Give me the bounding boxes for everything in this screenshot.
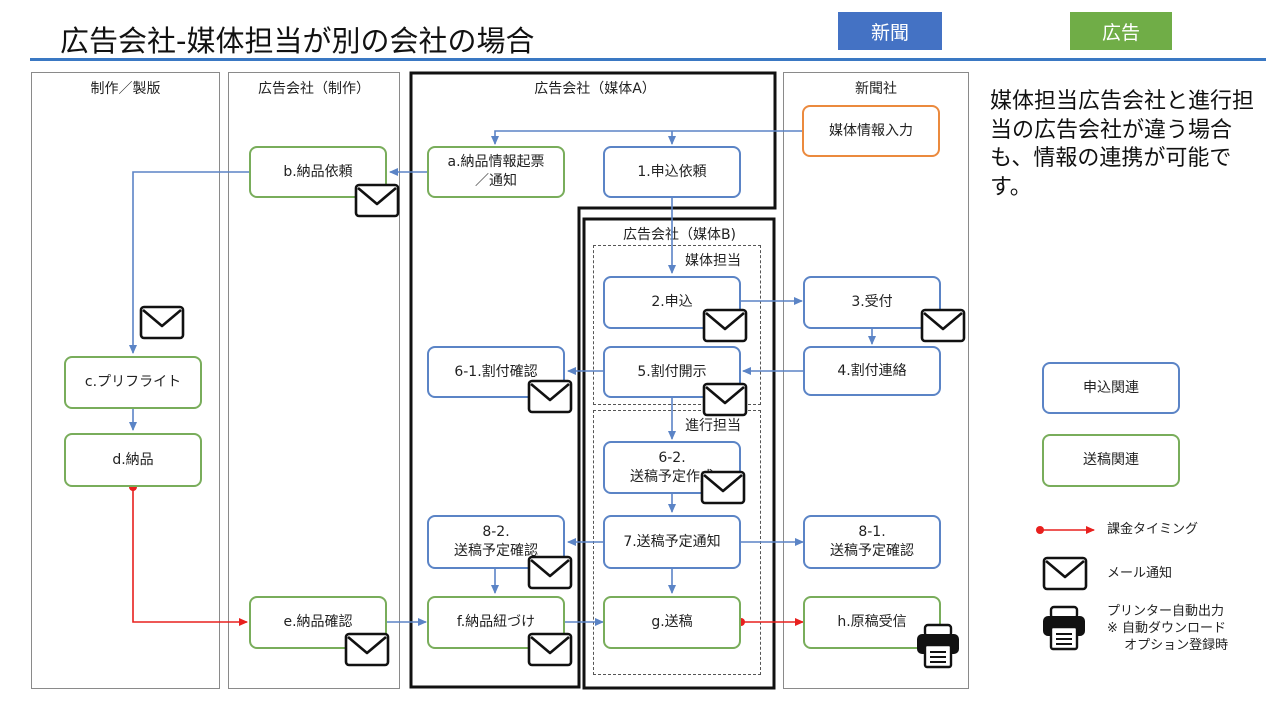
box-c-preflight: c.プリフライト: [64, 356, 202, 409]
box-7-send-schedule-notice: 7.送稿予定通知: [603, 515, 741, 569]
legend-box-send: 送稿関連: [1042, 434, 1180, 487]
title-underline: [30, 58, 1266, 61]
arrow-b-to-c: [129, 171, 249, 354]
envelope-icon: [702, 308, 748, 343]
legend-billing-label: 課金タイミング: [1107, 522, 1199, 537]
box-4-allocation-notice: 4.割付連絡: [803, 346, 941, 396]
legend-mail-label: メール通知: [1107, 566, 1173, 581]
envelope-icon: [920, 308, 966, 343]
agency-b-outline: [582, 217, 776, 690]
billing-arrow-d-to-e: [132, 487, 248, 626]
box-media-info-input: 媒体情報入力: [802, 105, 940, 157]
lane-label-newspaper: 新聞社: [855, 81, 897, 97]
envelope-icon: [702, 382, 748, 417]
badge-ad: 広告: [1070, 12, 1172, 50]
printer-icon: [917, 623, 959, 669]
box-d-delivery: d.納品: [64, 433, 202, 487]
envelope-icon: [527, 632, 573, 667]
box-1-application-request: 1.申込依頼: [603, 146, 741, 198]
lane-label-agency-media-b: 広告会社（媒体B): [622, 227, 737, 243]
box-f-delivery-link: f.納品紐づけ: [427, 596, 565, 649]
box-8-2-send-schedule-check: 8-2. 送稿予定確認: [427, 515, 565, 569]
badge-newspaper: 新聞: [838, 12, 942, 50]
arrow-media-info-to-a: [491, 130, 802, 145]
lane-label-agency-production: 広告会社（制作）: [258, 81, 370, 97]
box-g-sending: g.送稿: [603, 596, 741, 649]
box-3-reception: 3.受付: [803, 276, 941, 329]
section-label-progress: 進行担当: [685, 418, 741, 434]
billing-legend-arrow: [1036, 526, 1095, 534]
description-text: 媒体担当広告会社と進行担当の広告会社が違う場合も、情報の連携が可能です。: [990, 89, 1255, 200]
box-a-delivery-info: a.納品情報起票 ／通知: [427, 146, 565, 198]
section-label-media: 媒体担当: [685, 253, 741, 269]
envelope-icon: [354, 183, 400, 218]
media-section-frame: [593, 245, 761, 405]
envelope-icon: [527, 379, 573, 414]
agency-a-outline: [409, 71, 777, 689]
envelope-icon: [700, 470, 746, 505]
lane-label-production: 制作／製版: [90, 81, 161, 97]
printer-icon: [1043, 605, 1085, 651]
legend-box-apply: 申込関連: [1042, 362, 1180, 414]
box-6-2-send-schedule-create: 6-2. 送稿予定作成: [603, 441, 741, 494]
envelope-icon: [527, 555, 573, 590]
box-8-1-send-schedule-check: 8-1. 送稿予定確認: [803, 515, 941, 569]
page-title: 広告会社-媒体担当が別の会社の場合: [60, 24, 535, 58]
lane-label-agency-media-a: 広告会社（媒体A）: [534, 81, 656, 97]
envelope-icon: [1042, 556, 1088, 591]
legend-printer-label: プリンター自動出力 ※ 自動ダウンロード オプション登録時: [1107, 604, 1229, 653]
envelope-icon: [344, 632, 390, 667]
envelope-icon: [139, 305, 185, 340]
